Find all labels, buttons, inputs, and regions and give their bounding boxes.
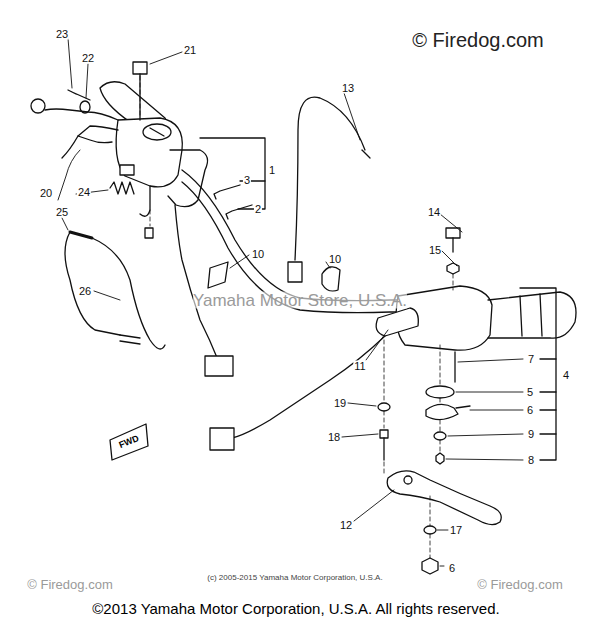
callout-number: 8 [527, 455, 535, 466]
callout-number: 22 [81, 53, 95, 64]
callout-number: 11 [353, 361, 366, 372]
callout-number: 17 [449, 525, 463, 536]
callout-number: 19 [333, 398, 347, 409]
callout-number: 12 [339, 520, 353, 531]
callout-number: 18 [327, 432, 341, 443]
callout-number: 3 [243, 175, 251, 186]
callout-number: 6 [526, 405, 534, 416]
watermark: © Firedog.com [477, 578, 562, 591]
copyright-note: (c) 2005-2015 Yamaha Motor Corporation, … [207, 574, 382, 582]
callout-number: 25 [55, 207, 69, 218]
watermark: © Firedog.com [412, 30, 543, 50]
watermark: © Firedog.com [27, 578, 112, 591]
callout-number: 15 [428, 245, 442, 256]
callout-number: 6 [448, 563, 456, 574]
callout-number: 4 [562, 370, 570, 381]
callout-number: 21 [183, 45, 197, 56]
callout-number: 2 [254, 204, 262, 215]
callout-number: 7 [527, 354, 535, 365]
callout-number: 26 [78, 286, 92, 297]
callout-number: 5 [526, 387, 534, 398]
watermark: Yamaha Motor Store, U.S.A. [193, 292, 407, 309]
callout-number: 20 [39, 188, 53, 199]
caption: ©2013 Yamaha Motor Corporation, U.S.A. A… [92, 601, 499, 616]
callout-number: 10 [328, 254, 342, 265]
callout-number: 1 [268, 165, 276, 176]
callout-number: 9 [527, 429, 535, 440]
callout-number: 14 [427, 207, 441, 218]
callout-number: 23 [55, 29, 69, 40]
callout-number: 13 [341, 83, 355, 94]
callout-number: 24 [77, 187, 91, 198]
callout-number: 10 [251, 249, 265, 260]
